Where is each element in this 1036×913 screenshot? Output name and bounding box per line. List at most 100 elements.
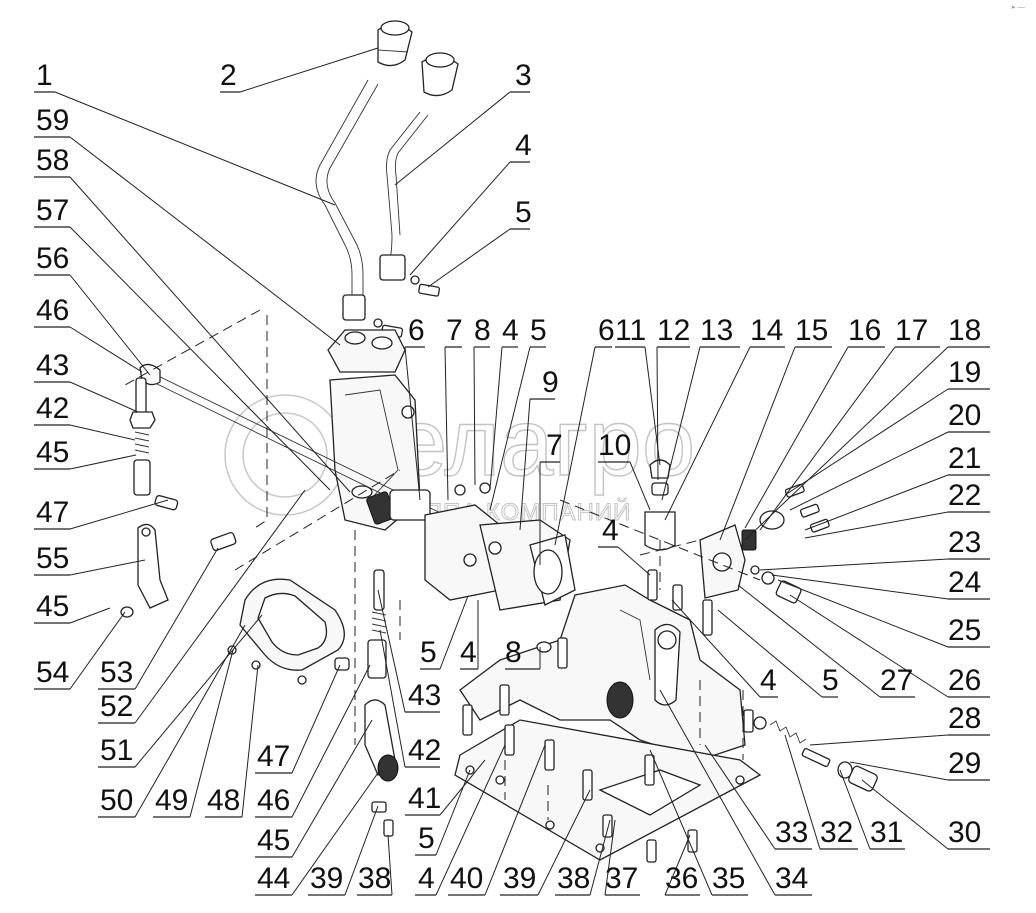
callout-label: 3: [515, 59, 532, 92]
callout-47: 47: [34, 496, 169, 530]
callout-leader-line: [54, 91, 336, 206]
callout-16: 16: [744, 314, 885, 529]
callout-label: 37: [605, 862, 638, 895]
callout-label: 4: [602, 514, 619, 547]
callout-leader-line: [387, 834, 393, 896]
callout-15: 15: [719, 314, 832, 541]
callout-label: 27: [880, 664, 913, 697]
callout-21: 21: [804, 442, 990, 531]
callout-39: 39: [500, 789, 591, 896]
callout-label: 1: [36, 59, 53, 92]
callout-leader-line: [404, 346, 421, 501]
gasket-51: [227, 578, 350, 685]
callout-52: 52: [98, 489, 306, 724]
callout-4: 4: [598, 514, 651, 576]
callout-5: 5: [427, 196, 532, 288]
callout-leader-line: [649, 749, 713, 896]
callout-46: 46: [34, 294, 143, 373]
callout-leader-line: [719, 346, 796, 541]
callout-label: 4: [515, 129, 532, 162]
callout-leader-line: [617, 546, 651, 576]
callout-leader-line: [69, 559, 146, 576]
callout-label: 53: [100, 656, 133, 689]
callout-leader-line: [379, 629, 406, 768]
callout-37: 37: [604, 819, 640, 896]
callout-label: 13: [700, 314, 733, 347]
callout-30: 30: [861, 779, 990, 850]
callout-leader-line: [629, 461, 651, 511]
callout-6: 6: [404, 314, 425, 501]
spring-plunger: [753, 716, 878, 792]
callout-38: 38: [555, 819, 611, 896]
callout-label: 51: [100, 734, 133, 767]
callout-8: 8: [473, 314, 491, 486]
callout-56: 56: [34, 242, 151, 376]
callout-leader-line: [777, 579, 949, 648]
callout-29: 29: [849, 747, 990, 781]
callout-label: 19: [948, 356, 981, 389]
callout-13: 13: [661, 314, 740, 501]
callout-label: 57: [36, 194, 69, 227]
callout-label: 6: [408, 314, 425, 347]
callout-leader-line: [489, 346, 503, 491]
callout-55: 55: [34, 542, 146, 576]
callout-label: 36: [665, 862, 698, 895]
callout-32: 32: [784, 734, 858, 850]
callout-label: 5: [822, 664, 839, 697]
callout-4: 4: [409, 129, 532, 276]
callout-57: 57: [34, 194, 331, 491]
callout-label: 45: [36, 436, 69, 469]
callout-label: 24: [948, 566, 981, 599]
callout-23: 23: [759, 526, 990, 571]
callout-label: 7: [446, 314, 463, 347]
callout-label: 54: [36, 656, 69, 689]
callout-label: 47: [36, 496, 69, 529]
callout-leader-line: [784, 388, 949, 496]
callout-leader-line: [759, 558, 949, 571]
callout-label: 50: [100, 784, 133, 817]
callout-label: 48: [207, 784, 240, 817]
callout-leader-line: [69, 176, 351, 493]
callout-51: 51: [98, 614, 263, 768]
callout-label: 29: [948, 747, 981, 780]
callout-leader-line: [435, 744, 506, 896]
callout-leader-line: [69, 499, 169, 530]
callout-14: 14: [664, 314, 785, 521]
knob-2: [377, 20, 413, 67]
callout-label: 43: [36, 349, 69, 382]
callout-leader-line: [604, 819, 616, 896]
callout-38: 38: [357, 834, 393, 896]
callout-label: 11: [615, 314, 646, 347]
callout-label: 4: [760, 664, 777, 697]
main-housing: [459, 584, 746, 761]
parts: [120, 20, 878, 863]
callout-label: 8: [474, 314, 491, 347]
callout-label: 4: [502, 314, 519, 347]
callout-47: 47: [255, 664, 341, 774]
callout-8: 8: [505, 636, 541, 670]
callout-leader-line: [69, 326, 143, 373]
callout-label: 20: [948, 399, 981, 432]
callout-label: 5: [420, 636, 437, 669]
callout-label: 21: [948, 442, 981, 475]
callout-5: 5: [717, 609, 839, 698]
callout-label: 4: [418, 862, 435, 895]
callout-leader-line: [291, 719, 373, 858]
callout-46: 46: [255, 664, 371, 818]
callout-20: 20: [789, 399, 990, 511]
callout-leader-line: [671, 599, 761, 698]
callout-label: 49: [155, 784, 188, 817]
callout-58: 58: [34, 144, 351, 493]
callout-leader-line: [784, 734, 821, 850]
callout-leader-line: [69, 226, 331, 491]
callout-59: 59: [34, 104, 341, 346]
callout-leader-line: [839, 769, 871, 850]
callout-leader-line: [69, 424, 136, 441]
callout-leader-line: [484, 744, 546, 896]
callout-22: 22: [804, 479, 990, 539]
callout-4: 4: [460, 600, 479, 670]
callout-label: 6: [598, 314, 615, 347]
callout-label: 59: [36, 104, 69, 137]
callout-label: 41: [408, 782, 441, 815]
